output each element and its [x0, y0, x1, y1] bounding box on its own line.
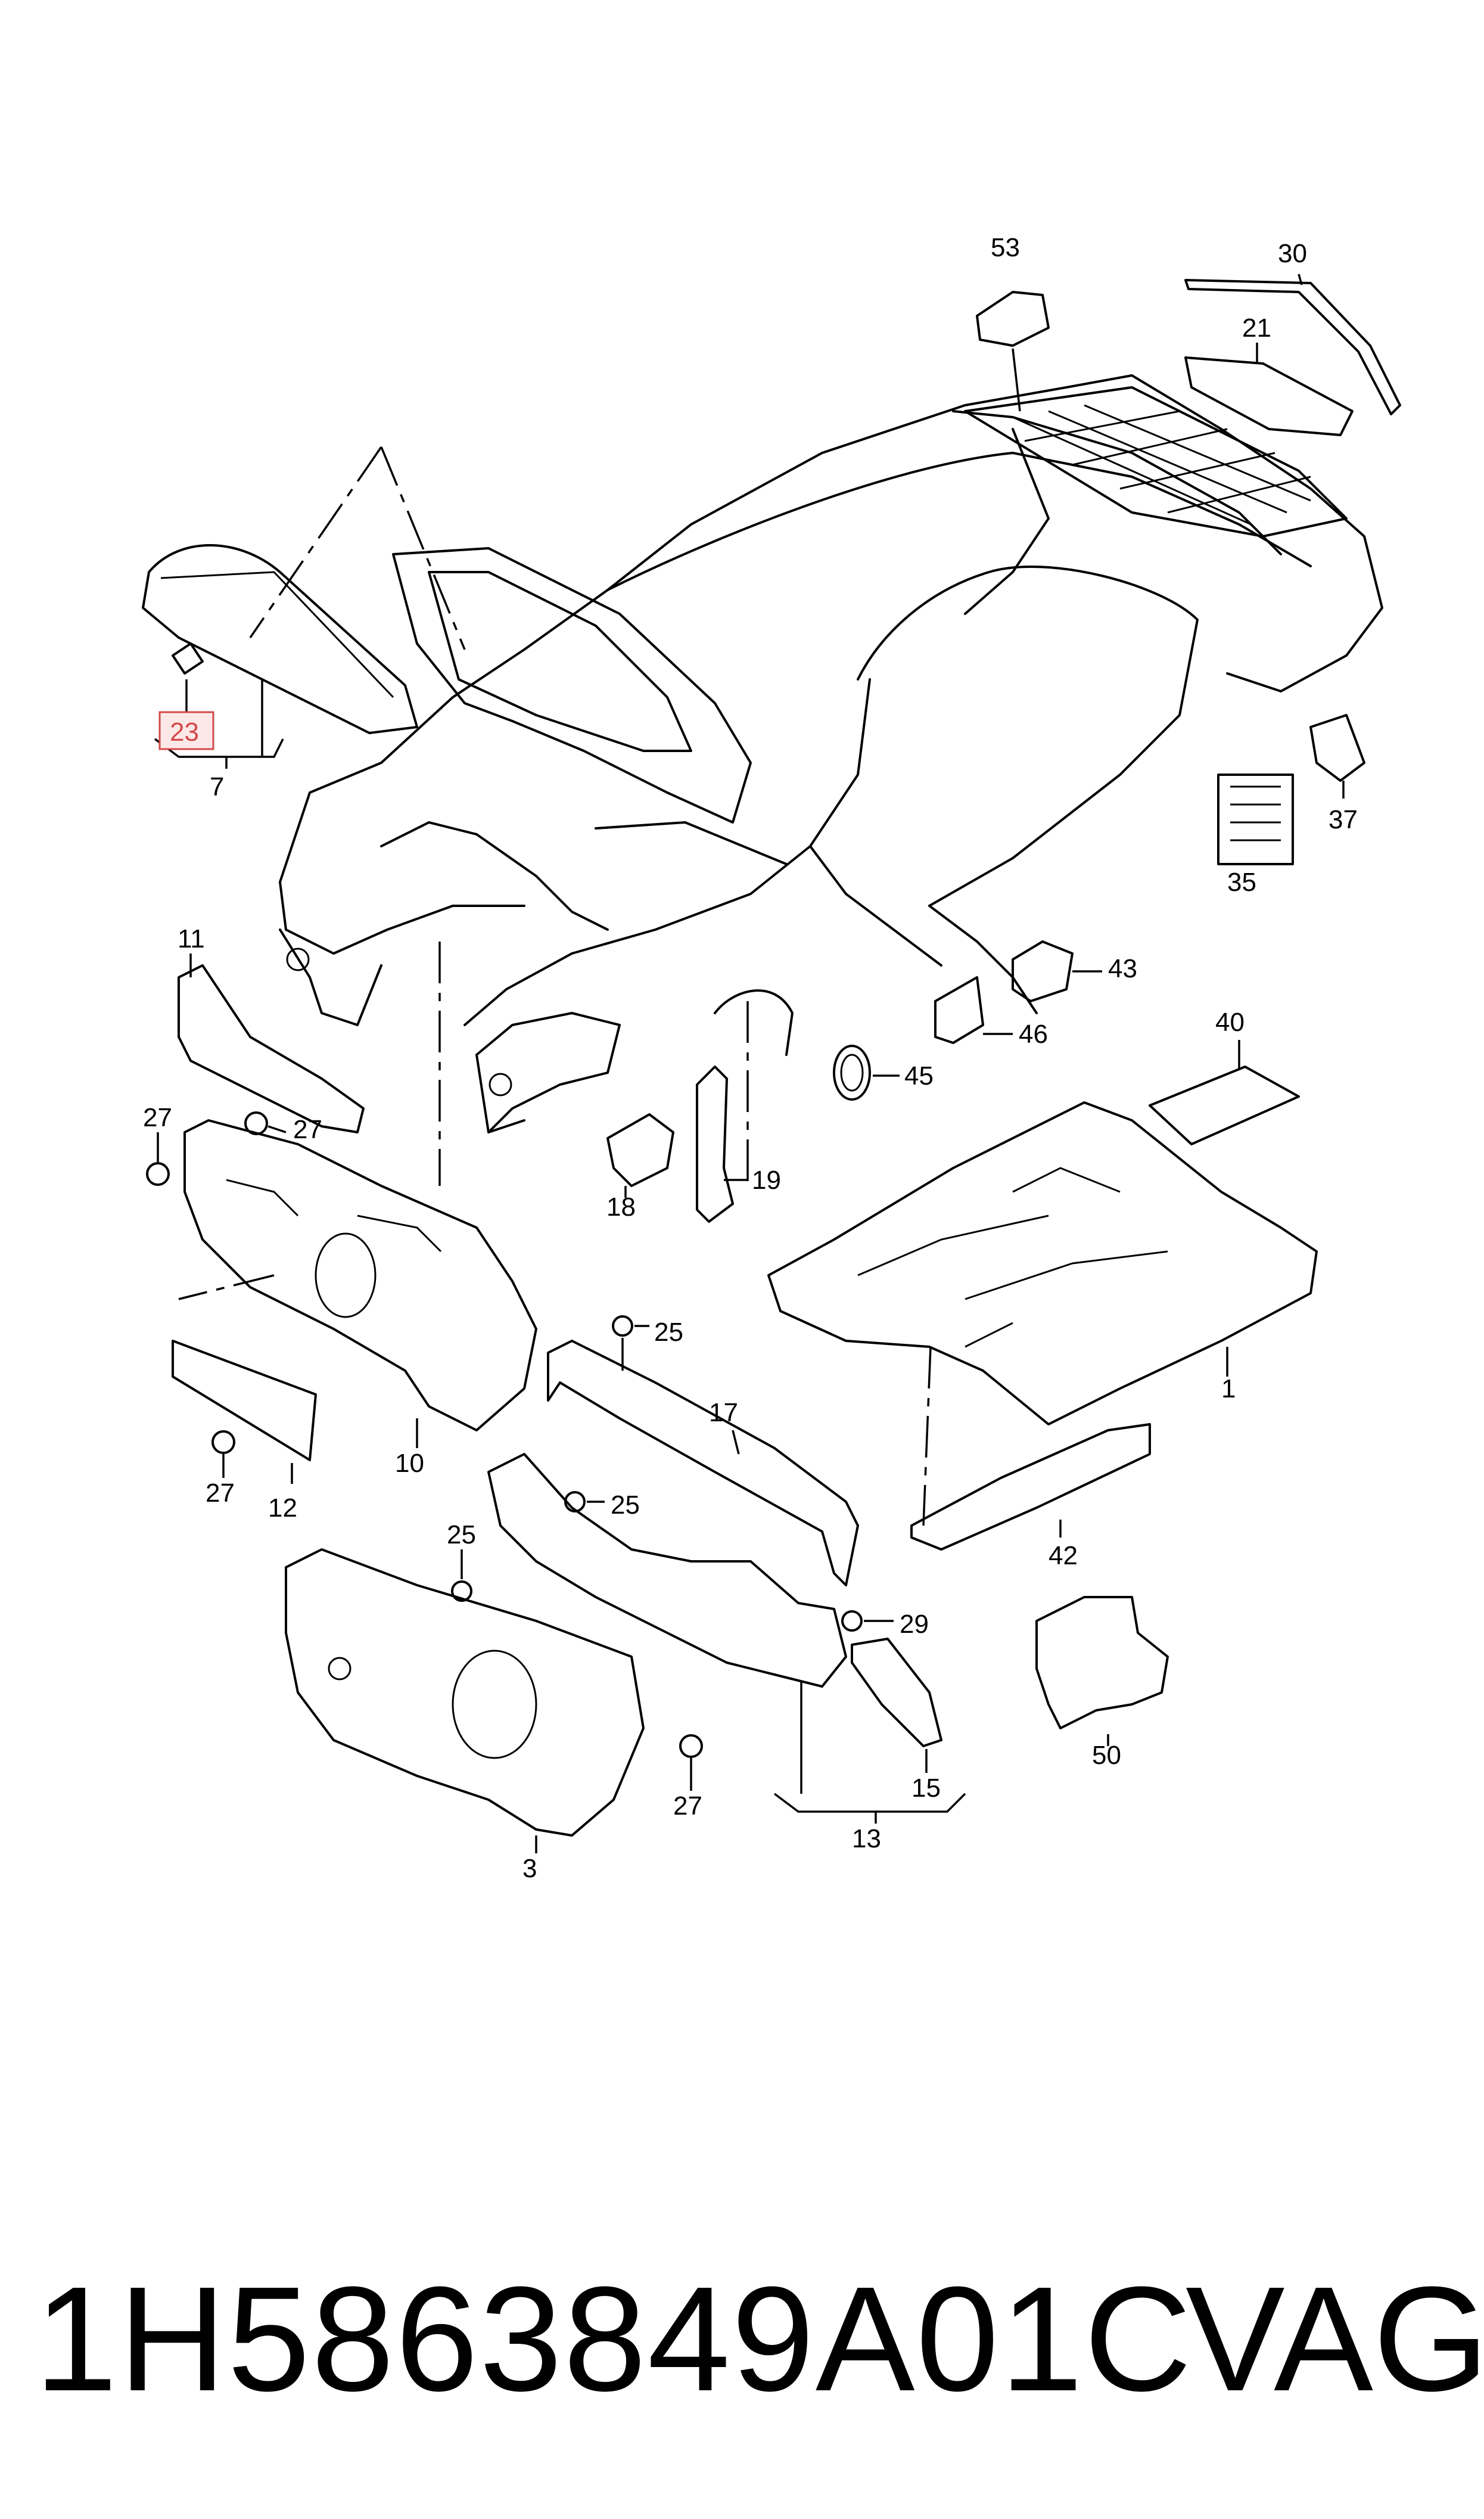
floor-pad-40: [1149, 1040, 1300, 1145]
clip-27c: [211, 1430, 235, 1478]
guide-lines: [178, 446, 932, 1526]
hood-seal-7: [142, 544, 418, 734]
clip-23: [172, 642, 204, 712]
callout-11: 11: [178, 924, 205, 953]
callout-27d: 27: [673, 1791, 702, 1821]
callout-50: 50: [1092, 1741, 1121, 1770]
bracket-46: [934, 976, 1013, 1044]
brand-label: VAG: [1186, 2256, 1484, 2422]
roof-light-53: [976, 291, 1050, 412]
clip-27d: [679, 1734, 703, 1791]
bracket-37: [1309, 714, 1365, 799]
callout-23: 23: [170, 718, 199, 747]
pad-12: [172, 1340, 317, 1484]
pillar-trim-19: [696, 1066, 748, 1223]
trim-strip-30: [1184, 274, 1401, 415]
callout-43: 43: [1108, 954, 1137, 983]
insulation-10: [183, 1119, 537, 1448]
callout-18: 18: [606, 1192, 636, 1222]
crossmember-17: [547, 1340, 859, 1586]
callout-12: 12: [268, 1493, 297, 1523]
callout-25a: 25: [654, 1318, 683, 1347]
firewall-13: [487, 1453, 966, 1824]
callout-3: 3: [522, 1854, 537, 1883]
car-body-shell: [279, 374, 1383, 1133]
callout-35: 35: [1227, 868, 1256, 897]
callout-53: 53: [991, 233, 1020, 262]
bracket-15: [851, 1638, 942, 1773]
callout-30: 30: [1278, 239, 1307, 268]
callout-40: 40: [1215, 1008, 1245, 1037]
nut-29: [841, 1610, 894, 1632]
grommet-45: [833, 1045, 900, 1101]
callout-37: 37: [1329, 805, 1358, 834]
callout-7: 7: [210, 772, 224, 802]
bolt-25c: [451, 1549, 472, 1602]
callout-46: 46: [1019, 1020, 1048, 1049]
callout-42: 42: [1049, 1541, 1078, 1570]
pad-35: [1217, 774, 1294, 865]
callout-25c: 25: [447, 1520, 476, 1549]
callout-17: 17: [709, 1398, 738, 1427]
roof-pad-21: [1184, 343, 1354, 436]
callout-19: 19: [752, 1166, 781, 1195]
callouts: 23 7 53 30 21 37 35 43 46 45 40 11 27 27…: [143, 233, 1358, 1883]
panel-50: [1035, 1596, 1169, 1746]
callout-13: 13: [852, 1824, 881, 1853]
block-18: [606, 1113, 674, 1198]
callout-25b: 25: [611, 1490, 640, 1520]
callout-45: 45: [904, 1061, 934, 1091]
block-43: [1012, 940, 1102, 1002]
floor-pan-1: [767, 1101, 1318, 1425]
callout-27b: 27: [143, 1103, 172, 1132]
callout-29: 29: [900, 1610, 929, 1639]
callout-27c: 27: [206, 1479, 235, 1508]
insulation-3: [285, 1548, 645, 1853]
panel-11: [178, 953, 365, 1133]
clip-27b: [146, 1132, 170, 1186]
callout-27a: 27: [293, 1115, 322, 1144]
callout-10: 10: [395, 1449, 424, 1478]
callout-1: 1: [1221, 1374, 1236, 1403]
callout-23-highlight: [158, 711, 214, 750]
bolt-25a: [612, 1315, 649, 1371]
callout-15: 15: [911, 1773, 941, 1803]
rail-42: [910, 1423, 1151, 1551]
callout-21: 21: [1242, 313, 1271, 343]
part-number: 1H5863849A01C: [35, 2256, 1193, 2422]
exploded-parts-diagram: 23 7 53 30 21 37 35 43 46 45 40 11 27 27…: [142, 233, 1401, 1883]
